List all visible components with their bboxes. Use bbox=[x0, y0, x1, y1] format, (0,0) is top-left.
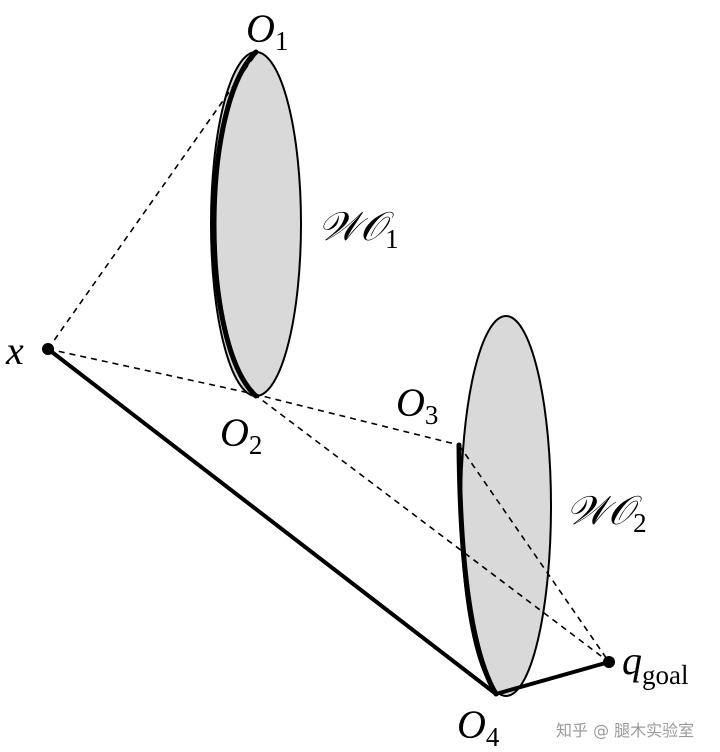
label-goal: qgoal bbox=[622, 638, 689, 690]
dash-o2-goal bbox=[253, 393, 610, 663]
label-o4: O4 bbox=[457, 702, 500, 752]
point-x bbox=[42, 343, 54, 355]
dashed-lines bbox=[47, 53, 610, 663]
shortest-path bbox=[46, 347, 610, 696]
wo2-visible-arc bbox=[456, 442, 499, 697]
label-o1: O1 bbox=[246, 6, 288, 56]
dash-o2-o3 bbox=[253, 393, 460, 446]
label-wo1: 𝒲𝒪1 bbox=[318, 204, 399, 254]
wo1-visible-arc bbox=[211, 49, 259, 399]
dash-x-o2 bbox=[47, 348, 255, 395]
obstacle-wo1 bbox=[210, 51, 302, 397]
dash-x-o1 bbox=[47, 53, 257, 350]
watermark: 知乎 @ 腿木实验室 bbox=[556, 721, 694, 740]
label-x: x bbox=[5, 328, 24, 373]
label-wo2: 𝒲𝒪2 bbox=[566, 488, 647, 538]
label-o3: O3 bbox=[396, 380, 438, 430]
label-o2: O2 bbox=[220, 410, 262, 460]
point-goal bbox=[603, 656, 615, 668]
